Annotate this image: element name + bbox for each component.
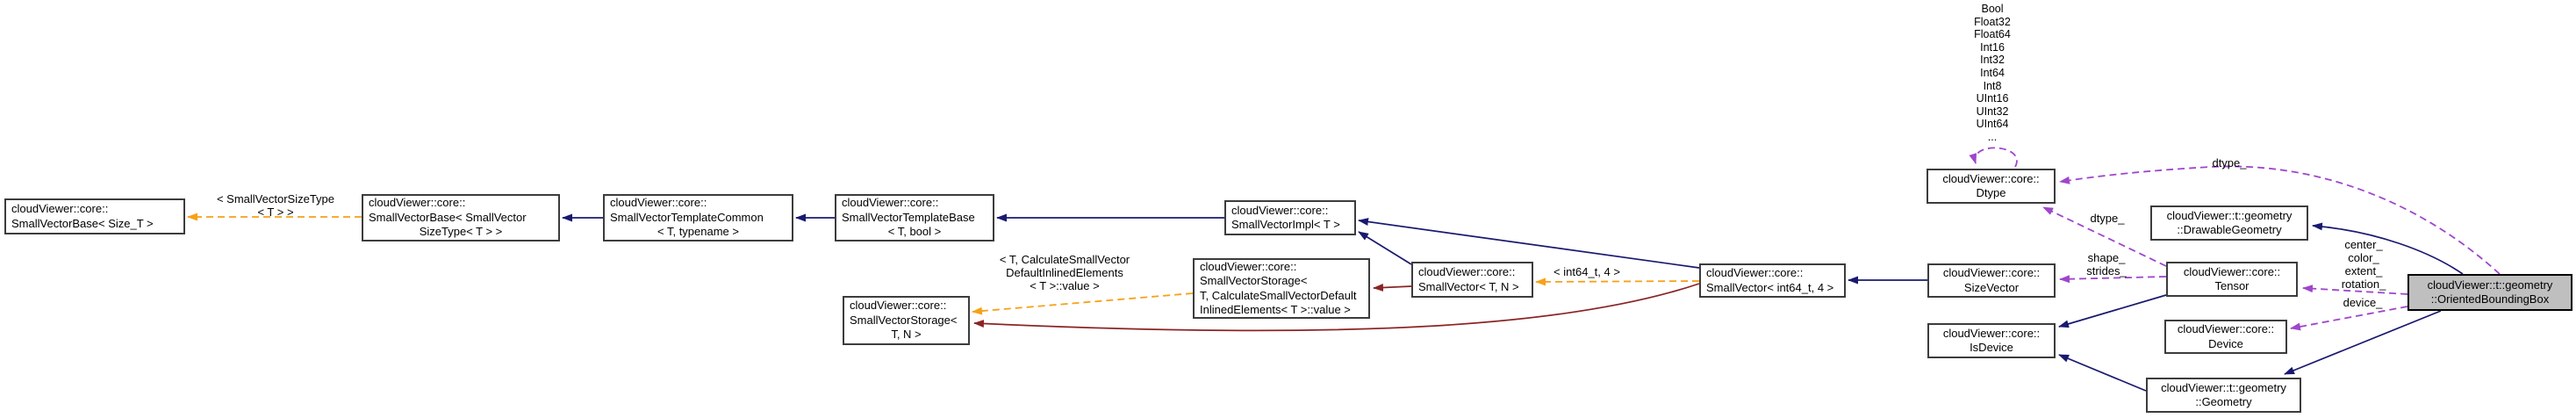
edge-usage-obb-to-device bbox=[2290, 306, 2408, 331]
edge-label-device-member: device_ bbox=[2343, 296, 2383, 309]
node-geometry[interactable]: cloudViewer::t::geometry ::Geometry bbox=[2146, 378, 2301, 413]
node-drawablegeometry[interactable]: cloudViewer::t::geometry ::DrawableGeome… bbox=[2150, 205, 2308, 241]
dtype-enum-value: Int32 bbox=[1980, 54, 2005, 67]
edge-usage-obb-to-dtype bbox=[2059, 165, 2501, 275]
dtype-enum-value: ... bbox=[1987, 130, 1998, 143]
node-smallvector-t-n[interactable]: cloudViewer::core:: SmallVector< T, N > bbox=[1411, 262, 1533, 298]
dtype-enum-value: Bool bbox=[1981, 3, 2004, 15]
edge-label-template-calculate: < T, CalculateSmallVector DefaultInlined… bbox=[999, 253, 1130, 292]
node-tensor[interactable]: cloudViewer::core:: Tensor bbox=[2166, 262, 2298, 297]
edge-inherit-geometry-to-isdevice bbox=[2058, 354, 2147, 392]
node-smallvectortemplatecommon[interactable]: cloudViewer::core:: SmallVectorTemplateC… bbox=[603, 194, 793, 241]
node-smallvector-int64-4[interactable]: cloudViewer::core:: SmallVector< int64_t… bbox=[1699, 263, 1846, 298]
dtype-enum-value: Int64 bbox=[1980, 66, 2005, 79]
dtype-enum-value: UInt16 bbox=[1976, 92, 2009, 105]
edge-template-svi64-to-svtn bbox=[1535, 277, 1700, 286]
edge-inherit-obb-to-drawablegeometry bbox=[2312, 222, 2464, 275]
edge-inherit-svtn-to-svimpl bbox=[1358, 231, 1412, 265]
node-smallvectorimpl[interactable]: cloudViewer::core:: SmallVectorImpl< T > bbox=[1224, 200, 1356, 235]
edge-label-template-smallvectorsizetype: < SmallVectorSizeType < T > > bbox=[216, 192, 335, 219]
dtype-enum-value: Int16 bbox=[1980, 40, 2005, 54]
edge-private-svtn-to-svscalc bbox=[1373, 283, 1412, 292]
dtype-enum-value: Int8 bbox=[1983, 79, 2002, 92]
edge-usage-obb-to-tensor bbox=[2302, 285, 2408, 295]
edge-inherit-obb-to-geometry bbox=[2284, 310, 2442, 375]
node-device[interactable]: cloudViewer::core:: Device bbox=[2164, 320, 2287, 354]
node-smallvectorstorage-calculated[interactable]: cloudViewer::core:: SmallVectorStorage< … bbox=[1193, 258, 1370, 319]
node-smallvectortemplatebase[interactable]: cloudViewer::core:: SmallVectorTemplateB… bbox=[835, 194, 994, 241]
node-dtype[interactable]: cloudViewer::core:: Dtype bbox=[1927, 169, 2056, 204]
edge-inherit-svi64-to-svimpl bbox=[1358, 218, 1700, 269]
edge-label-template-int64: < int64_t, 4 > bbox=[1553, 265, 1620, 278]
node-smallvectorbase-smallvectorsizetype[interactable]: cloudViewer::core:: SmallVectorBase< Sma… bbox=[362, 194, 560, 241]
dtype-enum-value: UInt64 bbox=[1976, 118, 2009, 131]
edge-template-svscalc-to-svstn bbox=[972, 292, 1194, 315]
edge-private-svi64-to-svstn bbox=[973, 283, 1700, 332]
edge-label-dtype-mid: dtype_ bbox=[2090, 212, 2125, 225]
edge-label-obb-tensor-members: center_ color_ extent_ rotation_ bbox=[2341, 238, 2386, 291]
node-isdevice[interactable]: cloudViewer::core:: IsDevice bbox=[1927, 323, 2056, 358]
edge-label-shape-strides: shape_ strides_ bbox=[2086, 251, 2127, 277]
dtype-enum-value: Float64 bbox=[1974, 28, 2011, 41]
node-orientedboundingbox-focus: cloudViewer::t::geometry ::OrientedBound… bbox=[2407, 274, 2572, 311]
edge-inherit-tensor-to-isdevice bbox=[2058, 294, 2167, 328]
node-sizevector[interactable]: cloudViewer::core:: SizeVector bbox=[1927, 263, 2056, 298]
edge-usage-dtype-self-loop bbox=[1969, 147, 2018, 168]
dtype-enum-value: UInt32 bbox=[1976, 104, 2009, 118]
node-smallvectorbase-size-t[interactable]: cloudViewer::core:: SmallVectorBase< Siz… bbox=[4, 198, 185, 234]
node-smallvectorstorage-t-n[interactable]: cloudViewer::core:: SmallVectorStorage< … bbox=[843, 296, 970, 345]
dtype-enum-value: Float32 bbox=[1974, 15, 2011, 28]
edge-label-dtype-top: dtype_ bbox=[2212, 156, 2247, 169]
edge-usage-tensor-to-sizevector bbox=[2059, 275, 2167, 284]
